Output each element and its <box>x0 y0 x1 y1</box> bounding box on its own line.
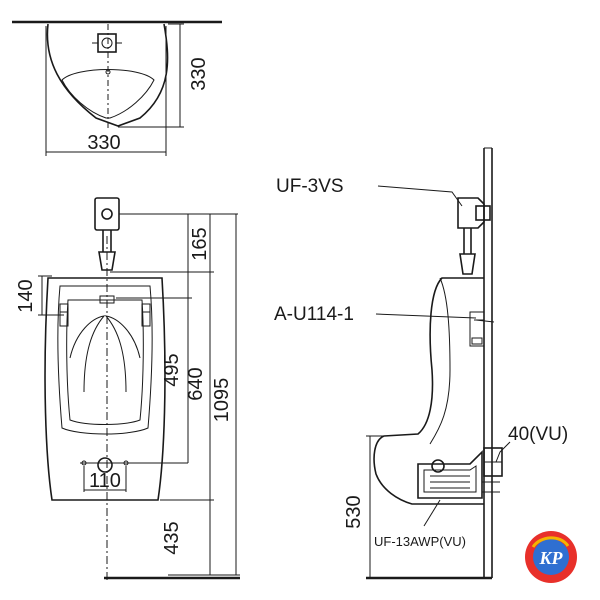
front-view-dim-110: 110 <box>89 470 121 492</box>
side-view: UF-3VS A-U114-1 40(VU) UF-13AWP(VU) 530 <box>274 147 568 580</box>
front-view-dim-640: 640 <box>185 367 207 400</box>
kp-logo: KP <box>525 531 577 583</box>
front-view-dim-495: 495 <box>161 353 183 386</box>
front-view-rim-left <box>69 315 106 393</box>
top-view-depth-dim: 330 <box>188 57 210 90</box>
logo-text: KP <box>538 548 563 568</box>
front-view-body-outline <box>44 277 166 501</box>
front-view-rim-right <box>104 315 141 393</box>
logo-inner-disc <box>533 539 569 575</box>
logo-accent-arc <box>531 536 570 548</box>
side-view-body-outline <box>373 277 484 505</box>
label-uf-3vs: UF-3VS <box>276 176 344 197</box>
side-view-leader-hanger <box>375 313 477 319</box>
side-view-leader-hanger-tip <box>475 319 495 323</box>
label-uf-13awp-vu: UF-13AWP(VU) <box>374 534 466 549</box>
side-view-leader-flush-valve <box>377 185 463 207</box>
front-view-bowl-face <box>66 299 144 425</box>
front-view-outlet <box>80 457 188 473</box>
label-a-u114-1: A-U114-1 <box>274 304 354 325</box>
side-view-trap <box>417 447 503 499</box>
side-view-leader-trap <box>423 499 441 527</box>
top-view-bowl-inner <box>61 69 155 119</box>
side-view-bowl-inner <box>429 277 451 445</box>
top-view: 330 330 <box>12 20 222 156</box>
side-view-flush-valve <box>457 197 491 275</box>
side-view-leader-outlet <box>495 441 511 463</box>
top-view-width-dim: 330 <box>87 132 120 154</box>
top-view-bowl-outline <box>46 23 169 127</box>
front-view-bowl-inner <box>57 285 153 435</box>
front-view: 140 110 165 495 640 435 1095 <box>15 197 240 580</box>
front-view-dim-1095: 1095 <box>211 378 233 423</box>
side-view-dim-530: 530 <box>343 495 365 528</box>
side-view-hanger-bracket <box>469 311 485 347</box>
front-view-dim-435: 435 <box>161 521 183 554</box>
front-view-dim-165: 165 <box>189 227 211 260</box>
front-view-dim-140: 140 <box>15 279 37 312</box>
label-40-vu: 40(VU) <box>508 424 568 445</box>
top-view-flush-spud <box>92 33 122 53</box>
